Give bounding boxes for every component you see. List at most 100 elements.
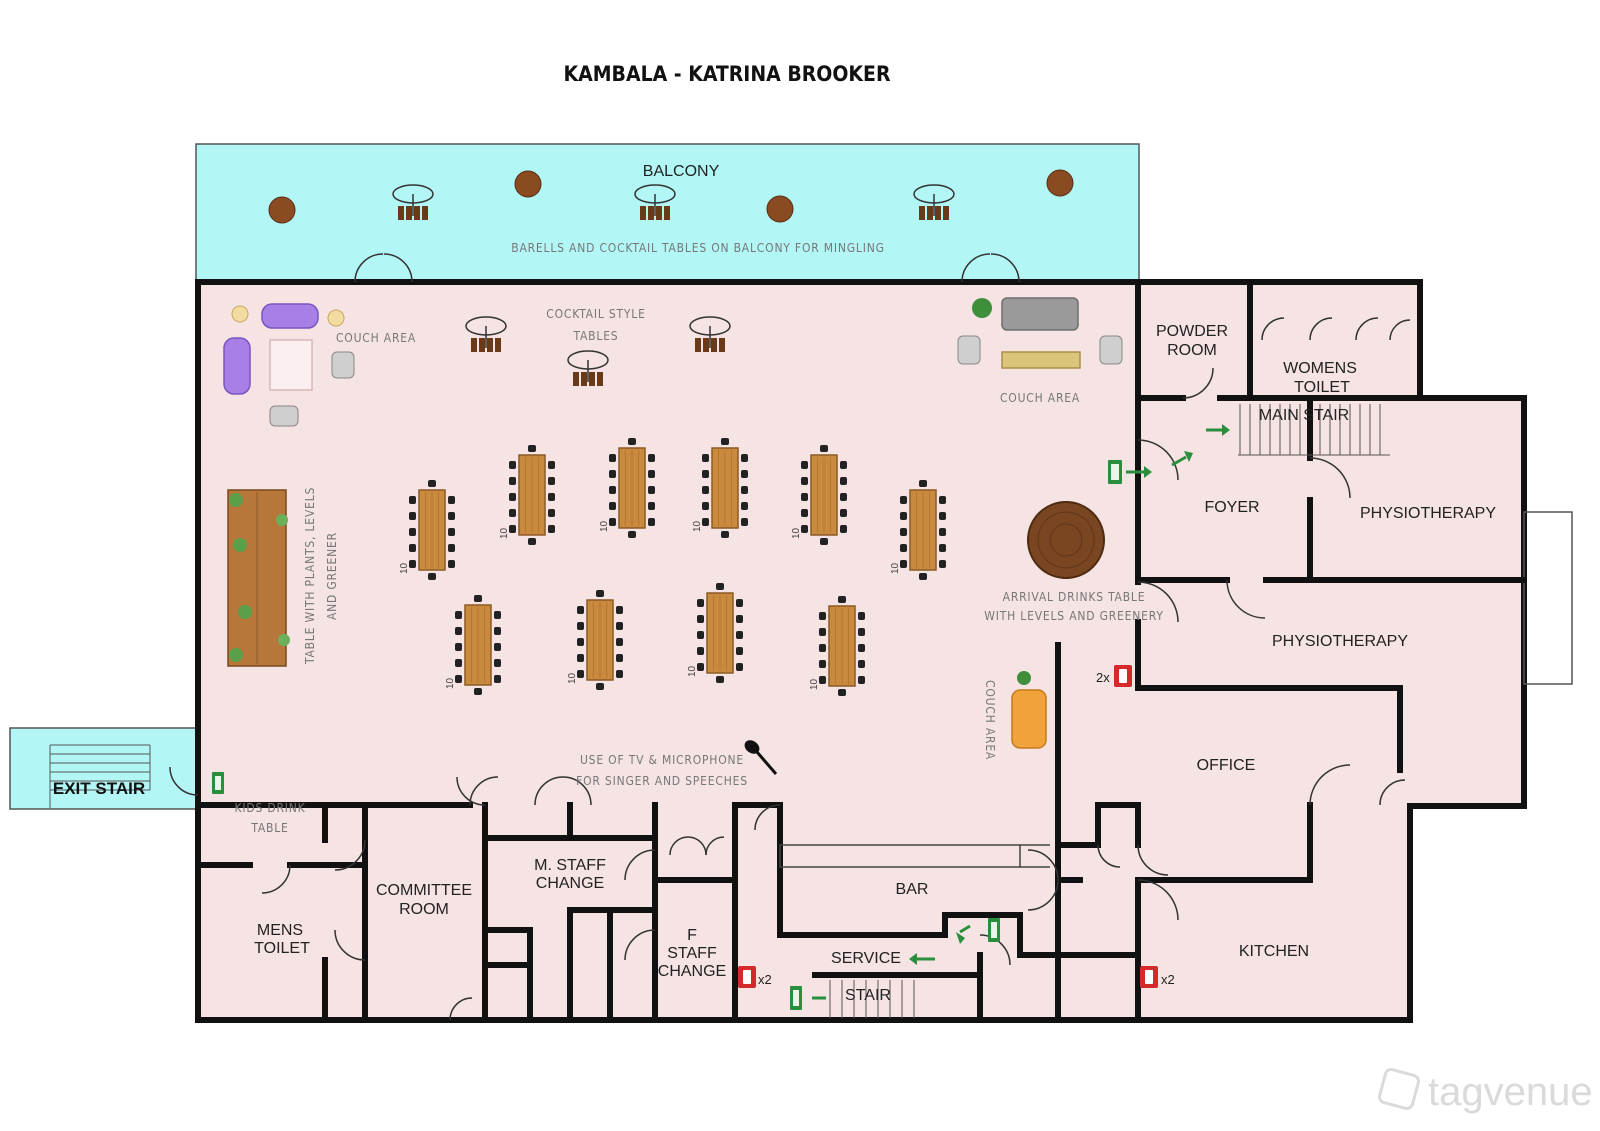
exit-sign-icon	[215, 776, 221, 790]
service-stair-steps	[829, 980, 915, 1018]
stool-icon	[479, 338, 485, 352]
physiotherapy-label-2: PHYSIOTHERAPY	[1272, 633, 1408, 650]
chair-icon	[409, 496, 416, 504]
couch-area-side	[1011, 671, 1047, 749]
arrival-drinks-table	[1027, 501, 1105, 579]
barrel-icon	[514, 170, 542, 198]
chair-icon	[509, 509, 516, 517]
barrel-icon	[1046, 169, 1074, 197]
chair-icon	[474, 595, 482, 602]
seat-count-label: 10	[599, 520, 610, 532]
chair-icon	[628, 531, 636, 538]
banquet-table: 10	[499, 445, 555, 545]
chair-icon	[801, 509, 808, 517]
doors	[169, 253, 1411, 1021]
f-staff-change-label-1: F	[687, 927, 697, 944]
chair-icon	[840, 493, 847, 501]
plan-notes: COCKTAIL STYLE TABLES COUCH AREA COUCH A…	[234, 307, 1162, 835]
banquet-table: 10	[399, 480, 455, 580]
coffee-table-icon	[1001, 351, 1081, 369]
chair-icon	[820, 445, 828, 452]
plant-icon	[278, 634, 290, 646]
chair-icon	[819, 612, 826, 620]
chair-icon	[697, 599, 704, 607]
chair-icon	[494, 627, 501, 635]
chair-icon	[548, 461, 555, 469]
seat-count-label: 10	[399, 562, 410, 574]
seat-count-label: 10	[809, 678, 820, 690]
chair-icon	[736, 647, 743, 655]
extinguisher-count-b: x2	[758, 972, 772, 987]
powder-room-label-1: POWDER	[1156, 323, 1228, 340]
tv-mic-note-2: FOR SINGER AND SPEECHES	[576, 774, 748, 788]
chair-icon	[648, 454, 655, 462]
chair-icon	[448, 544, 455, 552]
chair-icon	[840, 477, 847, 485]
chair-icon	[494, 611, 501, 619]
sofa-icon	[261, 303, 319, 329]
banquet-table: 10	[890, 480, 946, 580]
side-table-icon	[231, 305, 249, 323]
stool-icon	[943, 206, 949, 220]
womens-toilet-label-2: TOILET	[1294, 379, 1350, 396]
balcony-note: BARELLS AND COCKTAIL TABLES ON BALCONY F…	[511, 241, 885, 255]
plant-table	[227, 489, 290, 667]
seat-count-label: 10	[499, 527, 510, 539]
chair-icon	[939, 560, 946, 568]
chair-icon	[648, 518, 655, 526]
chair-icon	[609, 470, 616, 478]
chair-icon	[840, 461, 847, 469]
chair-icon	[900, 528, 907, 536]
chair-icon	[648, 470, 655, 478]
barrel-icon	[268, 196, 296, 224]
armchair-icon	[1099, 335, 1123, 365]
chair-icon	[702, 502, 709, 510]
chair-icon	[528, 538, 536, 545]
chair-icon	[455, 659, 462, 667]
extinguisher-icon	[1119, 669, 1127, 683]
chair-icon	[697, 663, 704, 671]
m-staff-change-label-2: CHANGE	[536, 875, 604, 892]
chair-icon	[801, 477, 808, 485]
extinguisher-icon	[1145, 970, 1153, 984]
service-label: SERVICE	[831, 950, 901, 967]
cocktail-table-icon	[913, 184, 955, 220]
office-kitchen-area	[1058, 688, 1410, 1020]
cocktail-tables-note-1: COCKTAIL STYLE	[546, 307, 645, 321]
chair-icon	[409, 512, 416, 520]
chair-icon	[721, 438, 729, 445]
chair-icon	[509, 525, 516, 533]
chair-icon	[900, 496, 907, 504]
chair-icon	[548, 509, 555, 517]
exit-stair-label: EXIT STAIR	[53, 779, 145, 798]
exit-stair-area	[9, 727, 199, 810]
plant-icon	[972, 298, 992, 318]
office-label: OFFICE	[1197, 757, 1256, 774]
womens-toilet-label-1: WOMENS	[1283, 360, 1357, 377]
chair-icon	[577, 622, 584, 630]
banquet-table: 10	[791, 445, 847, 545]
banquet-table: 10	[567, 590, 623, 690]
chair-icon	[702, 470, 709, 478]
chair-icon	[858, 628, 865, 636]
chair-icon	[548, 493, 555, 501]
chair-icon	[448, 560, 455, 568]
chair-icon	[939, 496, 946, 504]
exit-sign-icon	[793, 990, 799, 1006]
chair-icon	[494, 659, 501, 667]
arrow-down-left-icon	[956, 932, 965, 944]
side-table-icon	[327, 309, 345, 327]
chair-icon	[455, 611, 462, 619]
plant-icon	[229, 493, 243, 507]
chair-icon	[609, 502, 616, 510]
chair-icon	[616, 670, 623, 678]
chair-icon	[577, 606, 584, 614]
chair-icon	[801, 493, 808, 501]
chair-icon	[509, 461, 516, 469]
chair-icon	[609, 486, 616, 494]
cocktail-table-icon	[392, 184, 434, 220]
main-stair-label: MAIN STAIR	[1259, 407, 1349, 424]
chair-icon	[628, 438, 636, 445]
chair-icon	[801, 461, 808, 469]
